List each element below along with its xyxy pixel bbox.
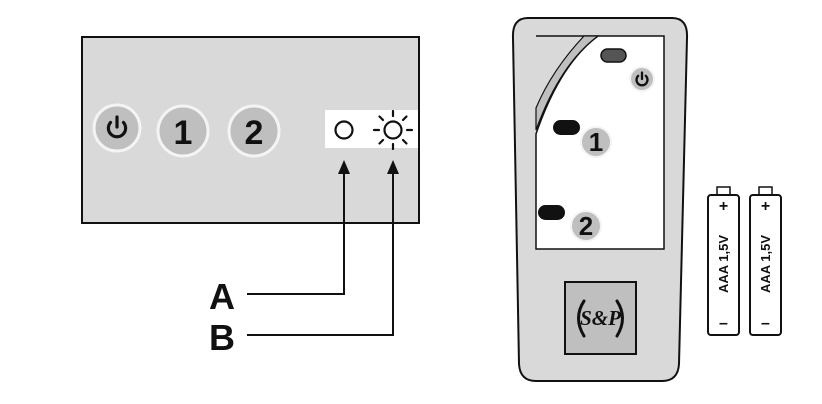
remote-speed-2-button[interactable]: 2 [538, 205, 602, 242]
battery-1-plus: + [719, 198, 728, 215]
remote-speed-2-label: 2 [579, 211, 593, 241]
remote-speed-1-button[interactable]: 1 [553, 120, 612, 158]
battery-1-tip [716, 186, 731, 196]
power-icon [635, 71, 649, 87]
remote-speed-1-label: 1 [589, 127, 603, 157]
battery-1-minus: – [719, 315, 728, 332]
remote-power-button[interactable] [600, 48, 655, 92]
sun-light-icon [372, 109, 414, 151]
panel-speed-2-label: 2 [245, 114, 264, 152]
callout-a: A [209, 160, 350, 317]
panel-speed-1-button[interactable]: 1 [156, 104, 210, 158]
battery-2-body [749, 194, 782, 336]
callout-b: B [209, 160, 399, 358]
battery-1-body [707, 194, 740, 336]
callout-b-arrowhead [387, 160, 399, 174]
battery-2-tip [758, 186, 773, 196]
callout-b-leader [247, 170, 394, 336]
power-icon [106, 115, 128, 139]
callout-b-label: B [209, 317, 235, 358]
panel-speed-1-label: 1 [174, 114, 193, 152]
sp-logo: S&P [564, 281, 637, 355]
panel-power-button[interactable] [92, 103, 142, 153]
battery-2: + AAA 1,5V – [749, 186, 782, 336]
battery-2-label: AAA 1,5V [758, 235, 773, 293]
callout-a-arrowhead [338, 160, 350, 174]
remote-control: 1 2 S&P [511, 17, 689, 382]
remote-speed-1-led [553, 120, 580, 135]
battery-1: + AAA 1,5V – [707, 186, 740, 336]
panel-speed-2-button[interactable]: 2 [227, 104, 281, 158]
control-panel: 1 2 [81, 36, 420, 224]
battery-1-label: AAA 1,5V [716, 235, 731, 293]
battery-2-plus: + [761, 198, 770, 215]
remote-swoosh [535, 35, 600, 131]
callout-a-label: A [209, 276, 235, 317]
remote-power-led [600, 48, 627, 63]
callout-a-leader [247, 170, 345, 295]
circle-led-icon [334, 120, 354, 140]
remote-speed-2-led [538, 205, 565, 220]
sp-logo-text: S&P [580, 306, 621, 330]
battery-2-minus: – [761, 315, 770, 332]
